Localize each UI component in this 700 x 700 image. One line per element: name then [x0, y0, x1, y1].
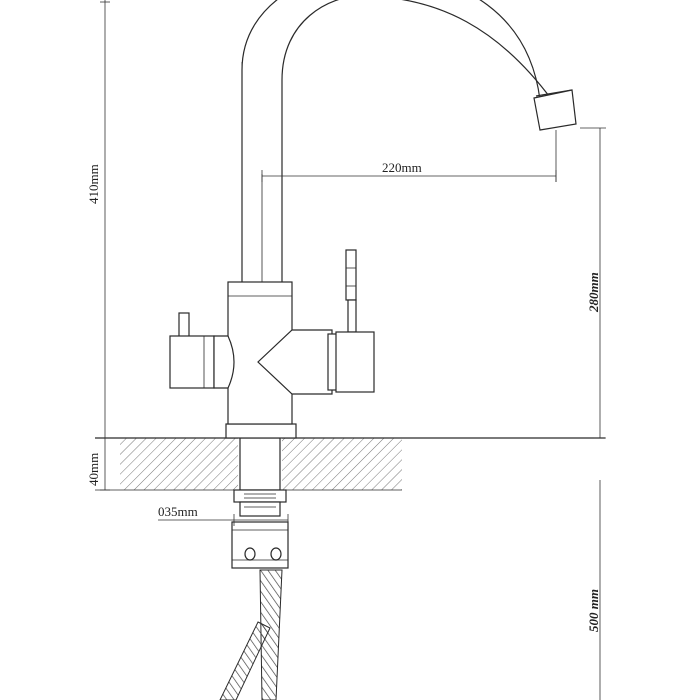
label-counter-thickness: 40mm	[86, 453, 101, 486]
dimension-thread-diameter: 035mm	[158, 504, 289, 526]
dimension-reach: 220mm	[261, 130, 557, 182]
dimension-hose-length: 500 mm	[586, 480, 601, 700]
dimension-spout-height: 280mm	[580, 127, 606, 439]
base-collar	[225, 423, 297, 439]
label-thread-diameter: 035mm	[158, 504, 198, 519]
label-hose-length: 500 mm	[586, 589, 601, 632]
label-spout-height: 280mm	[586, 272, 601, 313]
hose-connector	[231, 521, 289, 569]
spout	[241, 0, 577, 282]
left-handle	[169, 312, 235, 389]
label-reach: 220mm	[382, 160, 422, 175]
right-valve-housing	[257, 329, 339, 395]
countertop-section	[95, 437, 605, 491]
mounting-shank	[233, 437, 287, 517]
dimension-counter-thickness: 40mm	[86, 437, 110, 491]
right-handle	[335, 249, 375, 393]
dimension-total-height: 410mm	[86, 0, 110, 438]
label-total-height: 410mm	[86, 164, 101, 204]
braided-hoses	[219, 569, 283, 700]
